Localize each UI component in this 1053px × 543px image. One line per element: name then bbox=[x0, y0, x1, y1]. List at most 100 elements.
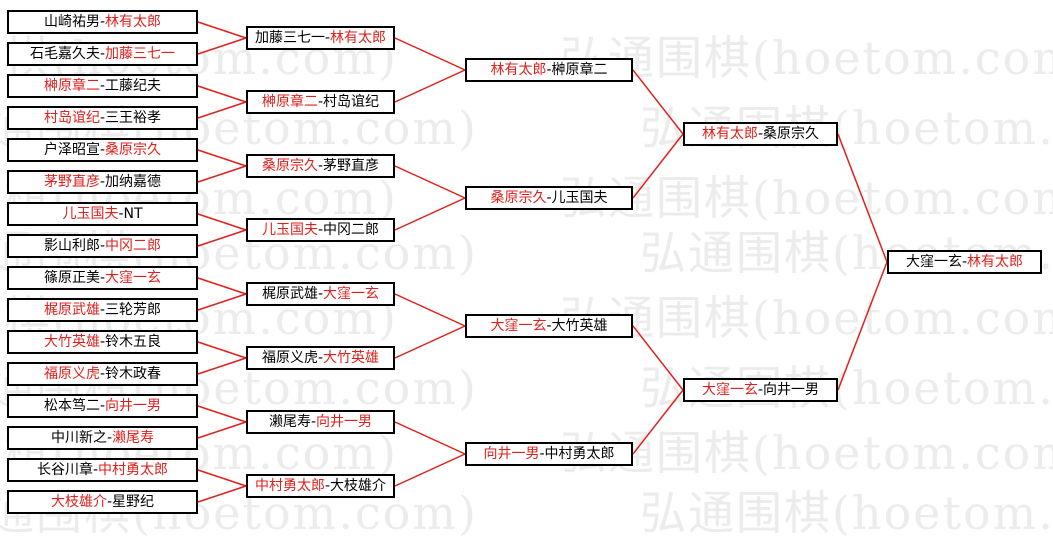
player-name: 榊原章二 bbox=[261, 94, 318, 110]
bracket-line bbox=[394, 37, 466, 71]
match-box-round1: 榊原章二-工藤纪夫 bbox=[7, 74, 198, 98]
separator-dash: - bbox=[317, 158, 324, 174]
match-box-round1: 山崎祐男-林有太郎 bbox=[7, 10, 198, 34]
bracket-line bbox=[197, 421, 247, 439]
player-name: 大窪一玄 bbox=[105, 270, 162, 286]
player-name: 大竹英雄 bbox=[551, 318, 608, 334]
separator-dash: - bbox=[99, 238, 106, 254]
match-box-round4: 林有太郎-桑原宗久 bbox=[683, 122, 838, 146]
match-box-round1: 儿玉国夫-NT bbox=[7, 202, 198, 226]
player-name: 大竹英雄 bbox=[43, 334, 100, 350]
player-name: 林有太郎 bbox=[701, 126, 758, 142]
separator-dash: - bbox=[92, 462, 99, 478]
player-name: NT bbox=[123, 206, 143, 222]
bracket-line bbox=[394, 325, 466, 359]
match-box-round3: 大窪一玄-大竹英雄 bbox=[465, 314, 633, 338]
match-box-round1: 村岛谊纪-三王裕孝 bbox=[7, 106, 198, 130]
separator-dash: - bbox=[324, 30, 331, 46]
separator-dash: - bbox=[324, 478, 331, 494]
player-name: 户泽昭宣 bbox=[43, 142, 100, 158]
player-name: 工藤纪夫 bbox=[105, 78, 162, 94]
separator-dash: - bbox=[546, 62, 552, 78]
bracket-line bbox=[197, 341, 247, 359]
player-name: 榊原章二 bbox=[551, 62, 608, 78]
player-name: 大枝雄介 bbox=[50, 494, 107, 510]
player-name: 三王裕孝 bbox=[105, 110, 162, 126]
bracket-line bbox=[394, 453, 466, 487]
match-box-round2: 濑尾寿-向井一男 bbox=[246, 410, 395, 434]
bracket-line bbox=[197, 37, 247, 55]
player-name: 桑原宗久 bbox=[763, 126, 820, 142]
player-name: 福原义虎 bbox=[261, 350, 318, 366]
player-name: 大窪一玄 bbox=[323, 286, 380, 302]
player-name: 儿玉国夫 bbox=[551, 190, 608, 206]
separator-dash: - bbox=[317, 94, 324, 110]
match-box-round3: 林有太郎-榊原章二 bbox=[465, 58, 633, 82]
player-name: 长谷川章 bbox=[36, 462, 93, 478]
player-name: 榊原章二 bbox=[43, 78, 100, 94]
bracket-line bbox=[197, 165, 247, 183]
match-box-round1: 户泽昭宣-桑原宗久 bbox=[7, 138, 198, 162]
separator-dash: - bbox=[99, 142, 106, 158]
player-name: 茅野直彦 bbox=[43, 174, 100, 190]
match-box-round1: 影山利郎-中冈二郎 bbox=[7, 234, 198, 258]
match-box-round2: 加藤三七一-林有太郎 bbox=[246, 26, 395, 50]
player-name: 星野纪 bbox=[112, 494, 155, 510]
bracket-line bbox=[197, 293, 247, 311]
separator-dash: - bbox=[317, 222, 324, 238]
bracket-line bbox=[197, 469, 247, 487]
player-name: 三轮芳郎 bbox=[105, 302, 162, 318]
separator-dash: - bbox=[310, 414, 317, 430]
separator-dash: - bbox=[546, 318, 552, 334]
match-box-round1: 梶原武雄-三轮芳郎 bbox=[7, 298, 198, 322]
separator-dash: - bbox=[961, 254, 968, 270]
player-name: 中冈二郎 bbox=[323, 222, 380, 238]
bracket-line bbox=[394, 165, 466, 199]
player-name: 松本笃二 bbox=[43, 398, 100, 414]
separator-dash: - bbox=[99, 46, 106, 62]
tournament-bracket: 弘通围棋(hoetom.com)弘通围棋(hoetom.com)弘通围棋(hoe… bbox=[0, 10, 1053, 540]
match-box-round1: 松本笃二-向井一男 bbox=[7, 394, 198, 418]
player-name: 濑尾寿 bbox=[112, 430, 155, 446]
separator-dash: - bbox=[99, 270, 106, 286]
match-box-round2: 福原义虎-大竹英雄 bbox=[246, 346, 395, 370]
bracket-connector-lines bbox=[197, 21, 888, 503]
match-box-round2: 榊原章二-村岛谊纪 bbox=[246, 90, 395, 114]
player-name: 加纳嘉德 bbox=[105, 174, 162, 190]
separator-dash: - bbox=[757, 382, 764, 398]
match-box-round1: 大竹英雄-铃木五良 bbox=[7, 330, 198, 354]
bracket-line bbox=[394, 69, 466, 103]
separator-dash: - bbox=[99, 334, 106, 350]
player-name: 梶原武雄 bbox=[261, 286, 318, 302]
player-name: 影山利郎 bbox=[43, 238, 100, 254]
player-name: 大竹英雄 bbox=[323, 350, 380, 366]
player-name: 向井一男 bbox=[105, 398, 162, 414]
player-name: 儿玉国夫 bbox=[261, 222, 318, 238]
player-name: 林有太郎 bbox=[330, 30, 387, 46]
player-name: 中村勇太郎 bbox=[544, 446, 615, 462]
match-box-round2: 梶原武雄-大窪一玄 bbox=[246, 282, 395, 306]
match-box-round2: 中村勇太郎-大枝雄介 bbox=[246, 474, 395, 498]
player-name: 中村勇太郎 bbox=[254, 478, 325, 494]
separator-dash: - bbox=[317, 350, 324, 366]
player-name: 儿玉国夫 bbox=[62, 206, 119, 222]
match-box-round1: 中川新之-濑尾寿 bbox=[7, 426, 198, 450]
player-name: 中村勇太郎 bbox=[98, 462, 169, 478]
bracket-line bbox=[197, 357, 247, 375]
player-name: 向井一男 bbox=[316, 414, 373, 430]
bracket-line bbox=[197, 149, 247, 167]
bracket-line bbox=[394, 421, 466, 455]
player-name: 桑原宗久 bbox=[105, 142, 162, 158]
player-name: 铃木五良 bbox=[105, 334, 162, 350]
player-name: 村岛谊纪 bbox=[43, 110, 100, 126]
bracket-line bbox=[197, 85, 247, 103]
match-box-round1: 福原义虎-铃木政春 bbox=[7, 362, 198, 386]
bracket-line bbox=[197, 485, 247, 503]
player-name: 加藤三七一 bbox=[105, 46, 176, 62]
player-name: 向井一男 bbox=[483, 446, 540, 462]
bracket-line bbox=[197, 229, 247, 247]
player-name: 茅野直彦 bbox=[323, 158, 380, 174]
player-name: 桑原宗久 bbox=[261, 158, 318, 174]
separator-dash: - bbox=[317, 286, 324, 302]
match-box-round1: 篠原正美-大窪一玄 bbox=[7, 266, 198, 290]
